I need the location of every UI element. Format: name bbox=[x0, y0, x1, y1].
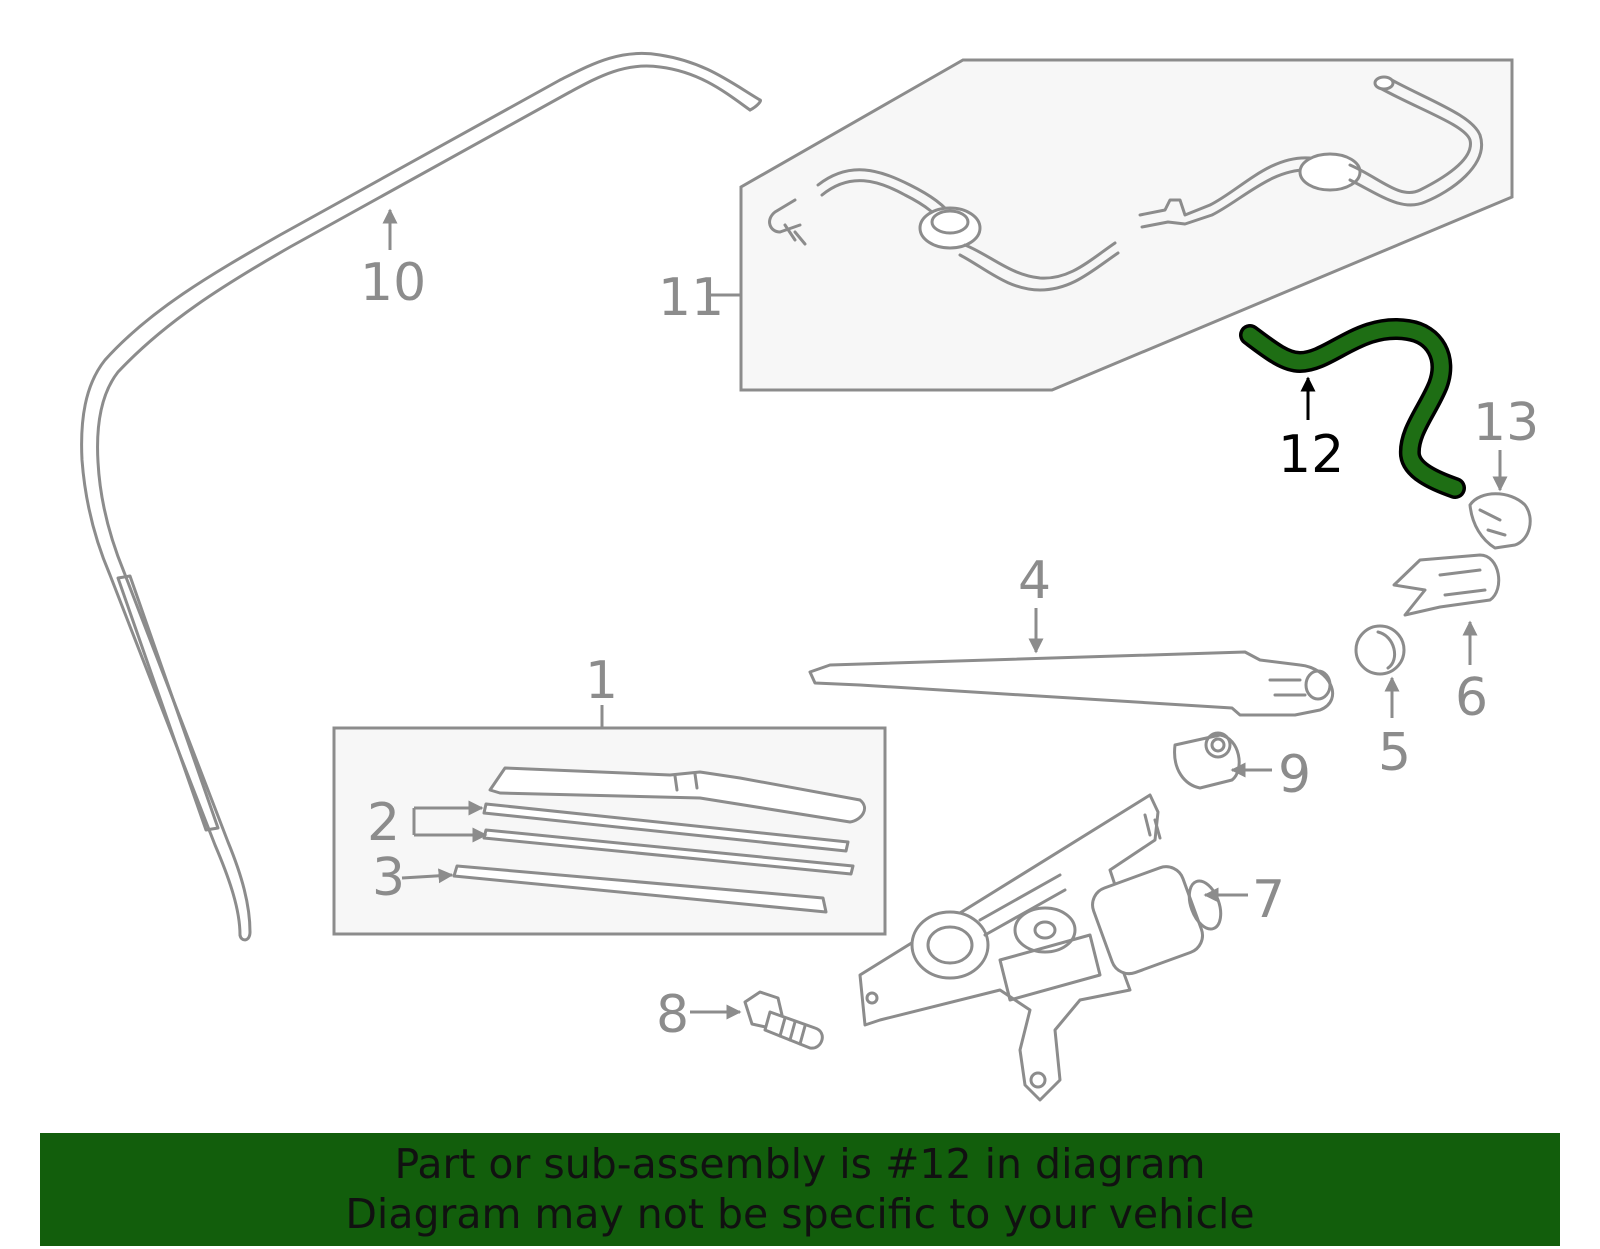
callout-8-label: 8 bbox=[656, 985, 689, 1045]
part-6-cover[interactable] bbox=[1392, 553, 1501, 617]
callout-11-label: 11 bbox=[658, 268, 724, 328]
callout-3-label: 3 bbox=[372, 848, 405, 908]
part-9-nut[interactable] bbox=[1173, 731, 1241, 790]
part-1-wiper-blade[interactable] bbox=[332, 726, 887, 936]
callout-2: 2 bbox=[367, 793, 488, 853]
callout-4-label: 4 bbox=[1018, 551, 1051, 611]
part-4-wiper-arm[interactable] bbox=[808, 650, 1334, 717]
footer-line-1: Part or sub-assembly is #12 in diagram bbox=[394, 1140, 1206, 1188]
callout-9-label: 9 bbox=[1278, 745, 1311, 805]
callout-9: 9 bbox=[1230, 745, 1311, 805]
part-8-bolt[interactable] bbox=[743, 990, 824, 1050]
part-11-hose-assembly[interactable] bbox=[739, 58, 1514, 392]
callout-7-label: 7 bbox=[1252, 870, 1285, 930]
callout-6: 6 bbox=[1455, 620, 1488, 728]
callout-12: 12 bbox=[1278, 376, 1344, 485]
part-12-washer-hose[interactable] bbox=[1239, 317, 1466, 499]
callout-12-label: 12 bbox=[1278, 425, 1344, 485]
callout-5: 5 bbox=[1378, 676, 1411, 783]
callout-10: 10 bbox=[360, 208, 426, 313]
callout-1-label: 1 bbox=[585, 651, 618, 711]
callout-6-label: 6 bbox=[1455, 668, 1488, 728]
part-13-nozzle[interactable] bbox=[1468, 492, 1532, 550]
callout-8: 8 bbox=[656, 985, 742, 1045]
footer-line-2: Diagram may not be specific to your vehi… bbox=[345, 1190, 1255, 1238]
callout-10-label: 10 bbox=[360, 253, 426, 313]
part-7-wiper-motor[interactable] bbox=[858, 793, 1227, 1102]
part-5-cap[interactable] bbox=[1354, 624, 1406, 676]
part-10-weatherstrip[interactable] bbox=[80, 51, 762, 942]
callout-5-label: 5 bbox=[1378, 723, 1411, 783]
callout-13: 13 bbox=[1473, 393, 1539, 492]
footer-banner: Part or sub-assembly is #12 in diagram D… bbox=[40, 1133, 1560, 1246]
callout-4: 4 bbox=[1018, 551, 1051, 654]
callout-11: 11 bbox=[658, 268, 741, 328]
callout-3: 3 bbox=[372, 848, 454, 908]
callout-13-label: 13 bbox=[1473, 393, 1539, 453]
callout-2-label: 2 bbox=[367, 793, 400, 853]
callout-1: 1 bbox=[585, 651, 618, 728]
callout-7: 7 bbox=[1203, 870, 1285, 930]
